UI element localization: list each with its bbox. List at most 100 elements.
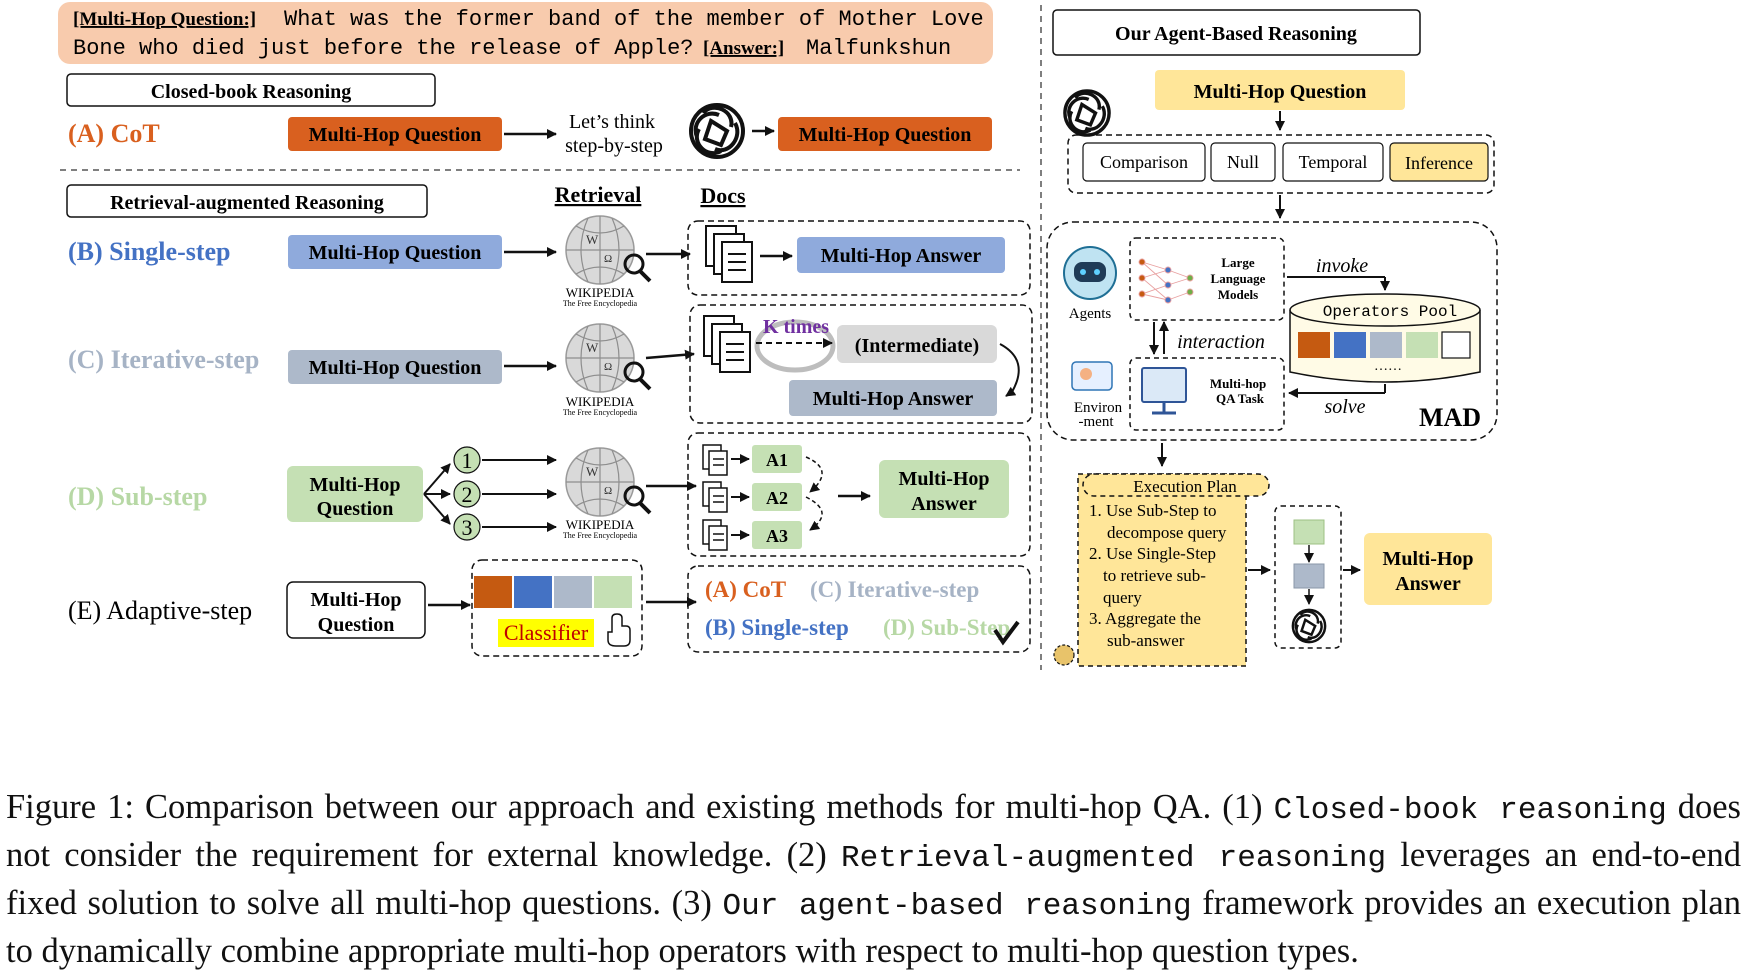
type-comparison-box xyxy=(1082,142,1206,182)
wikipedia-icon xyxy=(564,214,652,286)
chain-arrow-2 xyxy=(805,496,823,531)
row-c-loop-arrow xyxy=(999,343,1020,397)
plan-line-1: 1. Use Sub-Step to xyxy=(1089,501,1217,520)
plan-line-7: sub-answer xyxy=(1107,631,1185,650)
operators-pool-dots: …… xyxy=(1374,359,1402,374)
scroll-curl xyxy=(1053,644,1075,666)
classifier-block-orange xyxy=(474,576,512,608)
plan-line-3: 2. Use Single-Step xyxy=(1089,544,1216,563)
wikipedia-word: WIKIPEDIA xyxy=(566,394,635,409)
row-a-label: (A) CoT xyxy=(68,119,160,148)
agent-header xyxy=(1052,9,1421,56)
wikipedia-icon xyxy=(564,446,652,518)
split-arrow-3 xyxy=(423,493,451,525)
classifier-text: Classifier xyxy=(504,620,589,645)
environment-icon xyxy=(1071,361,1113,391)
operators-pool-top xyxy=(1289,293,1481,327)
k-times-label: K times xyxy=(763,316,829,338)
chatgpt-icon xyxy=(1063,89,1111,137)
question-banner xyxy=(58,2,993,64)
row-b-question-text: Multi-Hop Question xyxy=(309,242,482,264)
question-banner-line2: Bone who died just before the release of… xyxy=(73,36,694,61)
caption-part-3: leverages an end-to-end fixed solution t… xyxy=(6,836,1741,922)
row-d-question-line2: Question xyxy=(317,498,394,520)
subanswer-1: A1 xyxy=(766,450,788,470)
type-null-box xyxy=(1210,142,1276,182)
execution-plan-scroll-top xyxy=(1082,473,1270,497)
docs-column-title: Docs xyxy=(700,183,746,208)
caption-part-2: does not consider the requirement for ex… xyxy=(6,788,1741,874)
doc-icon xyxy=(702,444,728,476)
docs-icon xyxy=(705,225,753,283)
invoke-label: invoke xyxy=(1316,255,1368,277)
diagram-canvas: W Ω [Multi-Hop Question:] What was the f… xyxy=(58,2,1498,670)
llm-frame xyxy=(1129,237,1285,321)
llm-line1: Large xyxy=(1221,255,1254,270)
type-comparison: Comparison xyxy=(1100,152,1188,172)
caption-part-4: framework provides an execution plan to … xyxy=(6,884,1741,970)
type-inference-box xyxy=(1389,142,1489,182)
classifier-block-green xyxy=(594,576,632,608)
row-b-docs-frame xyxy=(687,220,1031,296)
llm-line3: Models xyxy=(1218,287,1258,302)
question-banner-label: [Multi-Hop Question:] xyxy=(73,9,256,30)
row-a-output-text: Multi-Hop Question xyxy=(799,124,972,146)
agent-answer-line2: Answer xyxy=(1395,573,1461,595)
row-c-label: (C) Iterative-step xyxy=(68,345,259,374)
agent-question-box xyxy=(1155,70,1405,110)
row-e-options-frame xyxy=(687,565,1031,653)
chain-block-green xyxy=(1293,519,1325,545)
think-line2: step-by-step xyxy=(565,135,663,157)
row-d-answer-box xyxy=(879,460,1009,518)
step-number-2: 2 xyxy=(462,482,473,507)
mad-label: MAD xyxy=(1419,403,1481,432)
intermediate-text: (Intermediate) xyxy=(855,335,979,357)
wikipedia-tagline: The Free Encyclopedia xyxy=(563,299,638,308)
plan-line-6: 3. Aggregate the xyxy=(1089,609,1201,628)
answer-value: Malfunkshun xyxy=(806,36,951,61)
closed-book-header-text: Closed-book Reasoning xyxy=(151,81,352,103)
plan-line-5: query xyxy=(1103,588,1142,607)
classifier-frame xyxy=(471,559,643,657)
type-inference: Inference xyxy=(1405,153,1473,173)
chatgpt-icon xyxy=(1291,608,1327,644)
row-c-docs-frame xyxy=(689,304,1033,424)
option-sub: (D) Sub-Step xyxy=(883,615,1010,640)
classifier-highlight xyxy=(498,619,594,647)
environment-line1: Environ xyxy=(1074,400,1123,416)
subanswer-3: A3 xyxy=(766,526,788,546)
split-arrow-1 xyxy=(423,463,451,495)
wikipedia-tagline: The Free Encyclopedia xyxy=(563,408,638,417)
step-circle-3 xyxy=(453,513,481,541)
row-d-question-line1: Multi-Hop xyxy=(309,474,400,496)
llm-line2: Language xyxy=(1211,271,1266,286)
operator-block-orange xyxy=(1298,332,1330,358)
row-d-answer-line2: Answer xyxy=(911,493,977,515)
row-b-label: (B) Single-step xyxy=(68,237,231,266)
checkmark-icon xyxy=(993,620,1020,646)
neural-net-icon xyxy=(1138,258,1194,304)
type-null: Null xyxy=(1227,152,1259,172)
intermediate-box xyxy=(837,325,997,363)
subanswer-box-3 xyxy=(752,521,802,549)
robot-eye xyxy=(1094,269,1100,275)
row-c-arrow2 xyxy=(645,349,695,360)
doc-icon xyxy=(702,519,728,551)
chain-arrow-1 xyxy=(805,456,823,493)
chain-block-gray xyxy=(1293,563,1325,589)
caption-code-3: Our agent-based reasoning xyxy=(722,889,1192,924)
retrieval-column-title: Retrieval xyxy=(555,182,642,207)
row-d-docs-frame xyxy=(687,432,1031,557)
question-banner-line1: What was the former band of the member o… xyxy=(284,7,984,32)
row-b-question-box xyxy=(288,235,502,269)
row-d-question-box xyxy=(287,466,423,522)
caption-code-2: Retrieval-augmented reasoning xyxy=(841,841,1387,876)
task-frame xyxy=(1129,357,1285,431)
row-a-input-text: Multi-Hop Question xyxy=(309,124,482,146)
monitor-icon xyxy=(1141,367,1187,403)
retrieval-header-text: Retrieval-augmented Reasoning xyxy=(110,192,384,214)
row-e-question-line2: Question xyxy=(318,614,395,636)
robot-visor xyxy=(1074,262,1106,282)
row-a-input-box xyxy=(288,117,502,151)
think-line1: Let’s think xyxy=(569,111,655,133)
